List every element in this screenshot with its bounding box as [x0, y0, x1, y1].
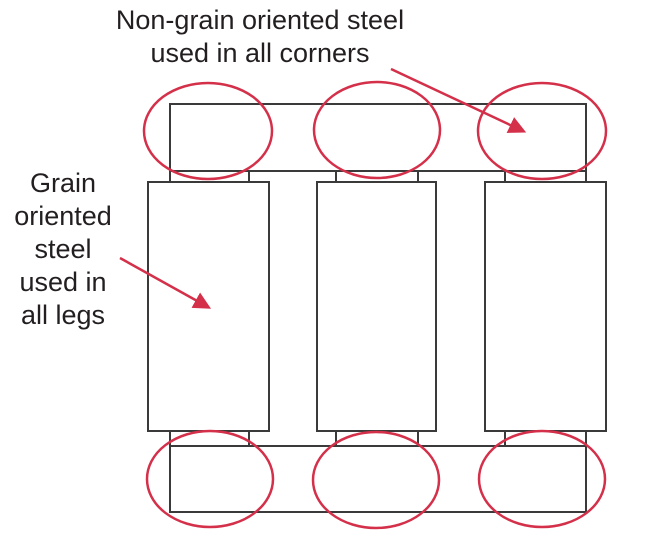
- top-yoke: [169, 103, 587, 172]
- leg-steel-label: Grain oriented steel used in all legs: [0, 167, 126, 332]
- corner-label-line: used in all corners: [150, 38, 370, 68]
- leg-label-line: Grain: [29, 168, 97, 198]
- right-leg: [484, 181, 607, 432]
- corner-steel-label: Non-grain oriented steel used in all cor…: [60, 4, 460, 70]
- corner-ellipse-bottom-middle: [311, 430, 441, 530]
- corner-ellipse-top-left: [142, 81, 274, 181]
- corner-label-line: Non-grain oriented steel: [115, 5, 405, 35]
- bottom-yoke: [169, 445, 587, 513]
- leg-label-line: steel: [34, 234, 92, 264]
- core-outline: [147, 103, 607, 513]
- corner-highlights: [142, 80, 608, 530]
- corner-ellipse-bottom-left: [145, 429, 275, 529]
- corner-ellipse-bottom-right: [477, 429, 607, 529]
- leg-label-line: all legs: [20, 300, 106, 330]
- middle-leg: [316, 181, 437, 432]
- corner-ellipse-top-right: [476, 81, 608, 181]
- left-leg: [147, 181, 270, 432]
- corner-pointer-arrow: [390, 67, 527, 133]
- top-joint-strips: [169, 170, 587, 182]
- leg-label-line: oriented: [14, 201, 112, 231]
- leg-label-line: used in: [19, 267, 107, 297]
- leg-pointer-arrow: [119, 256, 212, 309]
- corner-ellipse-top-middle: [312, 80, 442, 180]
